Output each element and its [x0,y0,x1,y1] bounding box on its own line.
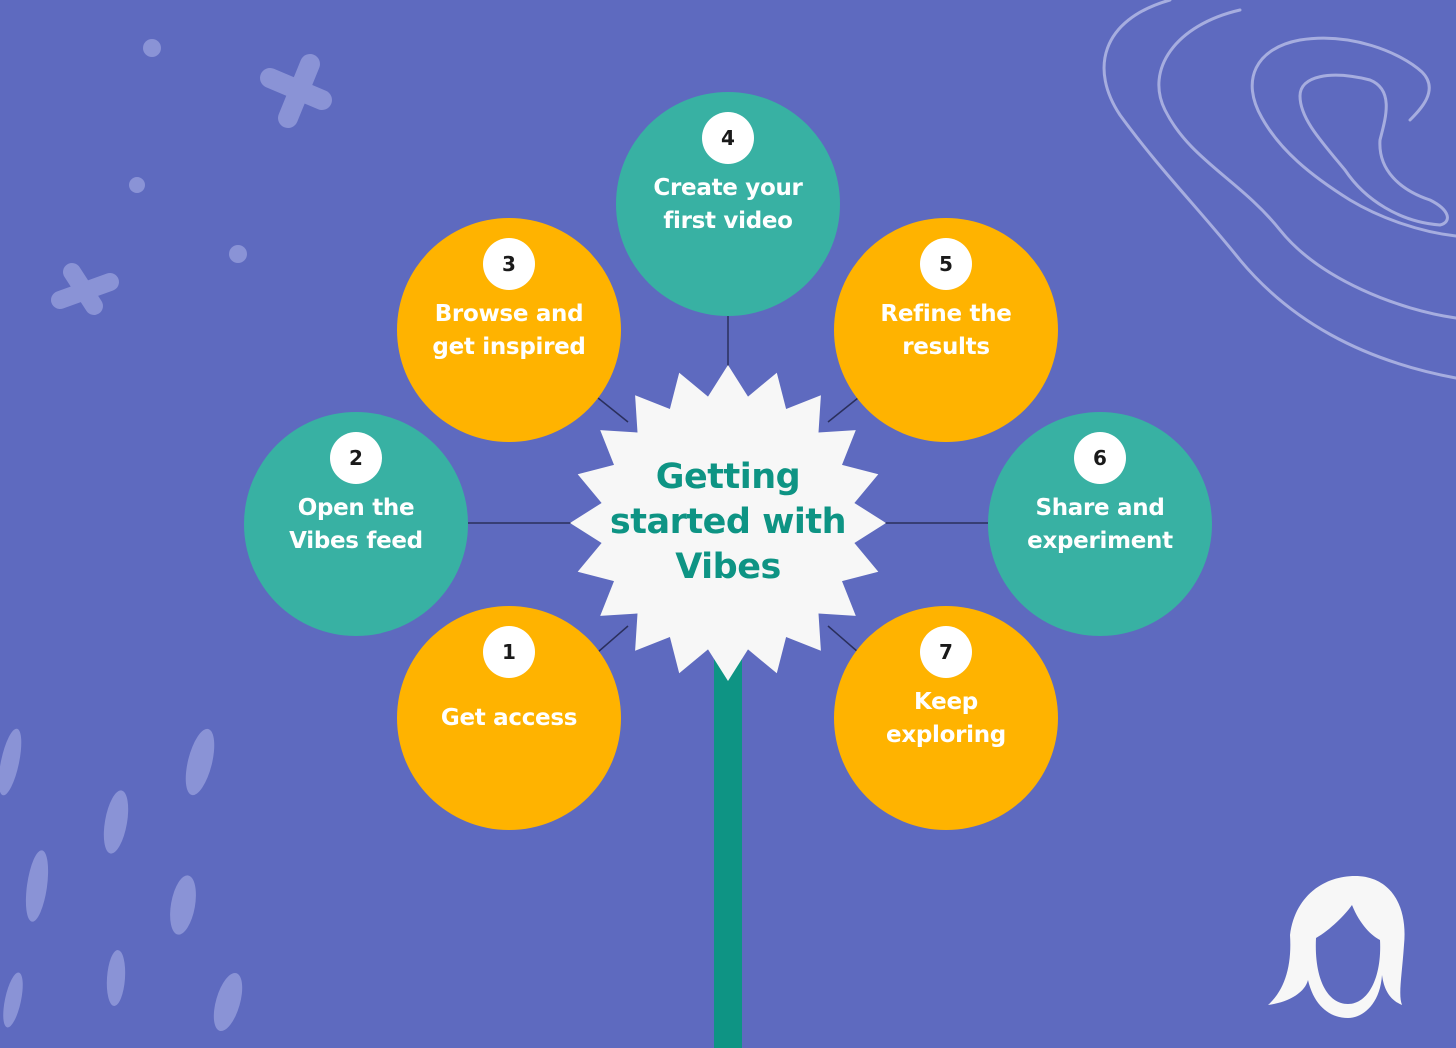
decor-cross [51,263,119,315]
step-number-badge: 7 [920,626,972,678]
step-number-badge: 5 [920,238,972,290]
step-number-badge: 3 [483,238,535,290]
decor-dot [129,177,145,193]
step-number-badge: 2 [330,432,382,484]
step-label: Keep exploring [886,689,1006,748]
step-7-circle: 7 Keep exploring [834,606,1058,830]
step-6-circle: 6 Share and experiment [988,412,1212,636]
decor-cross [260,54,332,128]
step-label: Create your first video [653,175,803,234]
center-title: Getting started with Vibes [609,457,847,587]
step-2-circle: 2 Open the Vibes feed [244,412,468,636]
step-number-badge: 6 [1074,432,1126,484]
center-starburst [570,365,886,681]
step-number-badge: 4 [702,112,754,164]
step-label: Open the Vibes feed [289,495,423,554]
step-4-circle: 4 Create your first video [616,92,840,316]
decor-dot [143,39,161,57]
step-label: Get access [440,705,578,731]
decor-contour-lines [1102,0,1456,380]
step-label: Refine the results [880,301,1012,360]
step-1-circle: 1 Get access [397,606,621,830]
flower-stem [714,640,742,1048]
decor-dot [229,245,247,263]
decor-brush-strokes [0,728,243,1032]
step-number-badge: 1 [483,626,535,678]
step-3-circle: 3 Browse and get inspired [397,218,621,442]
step-label: Browse and get inspired [432,301,586,360]
connector-lines [468,316,988,653]
step-label: Share and experiment [1027,495,1173,554]
step-5-circle: 5 Refine the results [834,218,1058,442]
